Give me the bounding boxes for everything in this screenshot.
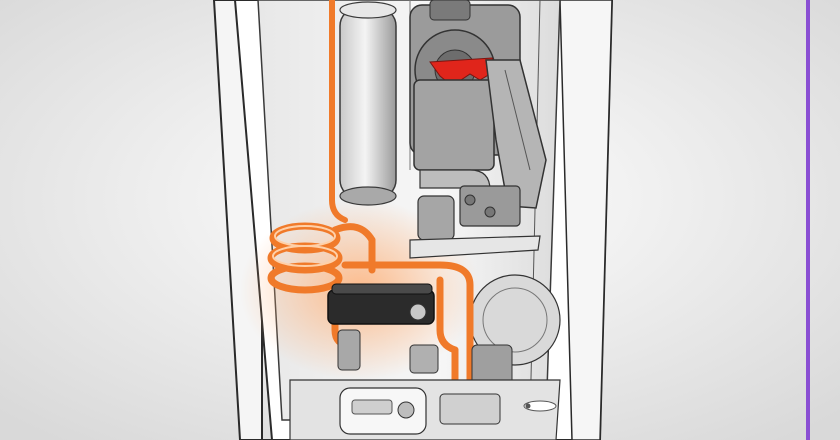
control-knob	[397, 401, 415, 419]
plate-heat-exchanger-top	[331, 283, 433, 295]
support-shelf	[409, 235, 541, 259]
lower-fitting	[471, 344, 513, 386]
expansion-tank	[339, 7, 397, 199]
combustion-chamber	[413, 79, 495, 171]
expansion-tank-bottom	[339, 186, 397, 206]
flue-duct	[485, 59, 547, 209]
valve-knob	[464, 194, 476, 206]
brand-badge-dot	[525, 403, 531, 409]
casing-right-edge	[559, 0, 613, 440]
lower-fitting-knob	[409, 303, 427, 321]
valve-block	[459, 185, 521, 227]
control-module	[439, 393, 501, 425]
lower-fitting	[337, 329, 361, 371]
lower-fitting	[409, 344, 439, 374]
brand-badge	[523, 400, 557, 412]
flue-duct-fold	[504, 69, 531, 171]
gas-valve	[417, 195, 455, 241]
fan-motor	[429, 0, 471, 21]
pump-disc-inner	[482, 287, 548, 353]
side-bar	[806, 0, 810, 440]
expansion-tank-top	[339, 1, 397, 19]
coil-highlights	[272, 225, 338, 267]
vertical-pipe	[329, 0, 348, 223]
control-display-screen	[351, 399, 393, 415]
valve-knob	[484, 206, 496, 218]
